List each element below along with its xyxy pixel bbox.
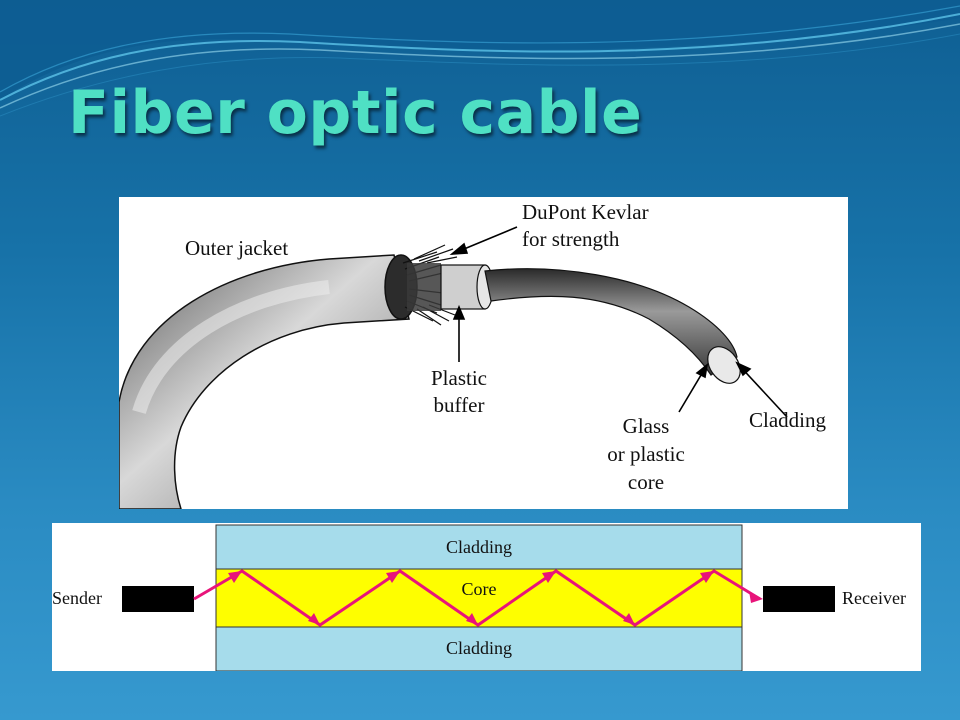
label-cladding-top: Cladding bbox=[446, 537, 512, 557]
label-sender: Sender bbox=[52, 588, 102, 608]
wave-line bbox=[0, 5, 960, 93]
slide-title: Fiber optic cable bbox=[68, 78, 643, 148]
fiber-end-face bbox=[707, 346, 741, 384]
label-arrows bbox=[449, 226, 788, 418]
label-core-line2: or plastic bbox=[607, 442, 685, 466]
label-kevlar-line2: for strength bbox=[522, 227, 620, 251]
fiber-strand bbox=[484, 268, 738, 376]
label-kevlar-line1: DuPont Kevlar bbox=[522, 200, 649, 224]
label-buffer-line1: Plastic bbox=[431, 366, 487, 390]
label-cladding: Cladding bbox=[749, 408, 826, 432]
wave-line bbox=[0, 13, 960, 101]
cladding-bottom-band bbox=[215, 626, 743, 671]
propagation-drawing bbox=[122, 524, 835, 671]
light-propagation-diagram: Cladding Core Cladding Sender Receiver bbox=[52, 523, 921, 671]
core-band bbox=[215, 568, 743, 628]
cable-drawing bbox=[119, 226, 788, 509]
wave-line bbox=[0, 23, 960, 109]
title-wave-decoration bbox=[0, 0, 960, 117]
label-buffer-line2: buffer bbox=[433, 393, 485, 417]
kevlar-bundle bbox=[407, 263, 441, 311]
label-core-line3: core bbox=[627, 470, 665, 494]
outer-jacket-highlight bbox=[132, 280, 330, 415]
cable-illustration: Outer jacket DuPont Kevlar for strength … bbox=[119, 197, 848, 509]
wave-band bbox=[0, 0, 960, 100]
label-receiver: Receiver bbox=[842, 588, 906, 608]
receiver-device bbox=[763, 586, 835, 612]
ray-arrowheads bbox=[228, 571, 763, 625]
label-core: Core bbox=[461, 579, 497, 599]
outer-jacket-shape bbox=[119, 254, 410, 509]
label-outer-jacket: Outer jacket bbox=[185, 236, 289, 260]
cladding-top-band bbox=[215, 524, 743, 570]
sender-device bbox=[122, 586, 194, 612]
wave-line bbox=[0, 33, 960, 117]
label-core-line1: Glass bbox=[622, 414, 670, 438]
label-cladding-bottom: Cladding bbox=[446, 638, 512, 658]
